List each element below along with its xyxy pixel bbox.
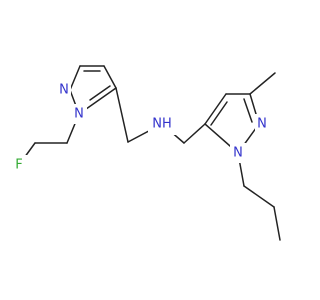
atom-labels: N N F NH N N [10, 80, 271, 175]
bond-c5-c6 [204, 93, 227, 125]
bond-n1-c2 [69, 65, 81, 91]
atom-n1-label: N [59, 83, 69, 98]
bond-c4-n2-double [89, 85, 111, 101]
molecule-structure: N N F NH N N [10, 65, 281, 241]
bond-c7-methyl [249, 72, 276, 95]
atom-n3-label: N [257, 117, 267, 132]
bond-propyl-2-3 [273, 206, 281, 241]
bond-c5-c6-double [210, 101, 228, 126]
bond-c7-n3-double [243, 98, 253, 123]
atom-n2-label: N [74, 107, 84, 122]
atom-f-label: F [15, 158, 22, 173]
atom-n4-label: N [233, 146, 243, 161]
bond-ch2-c5 [183, 123, 206, 144]
bond-c4-ch2 [115, 87, 129, 143]
atom-nh-label: NH [152, 117, 172, 132]
bond-propyl-1-2 [243, 185, 275, 208]
bond-c3-c4 [103, 65, 117, 89]
